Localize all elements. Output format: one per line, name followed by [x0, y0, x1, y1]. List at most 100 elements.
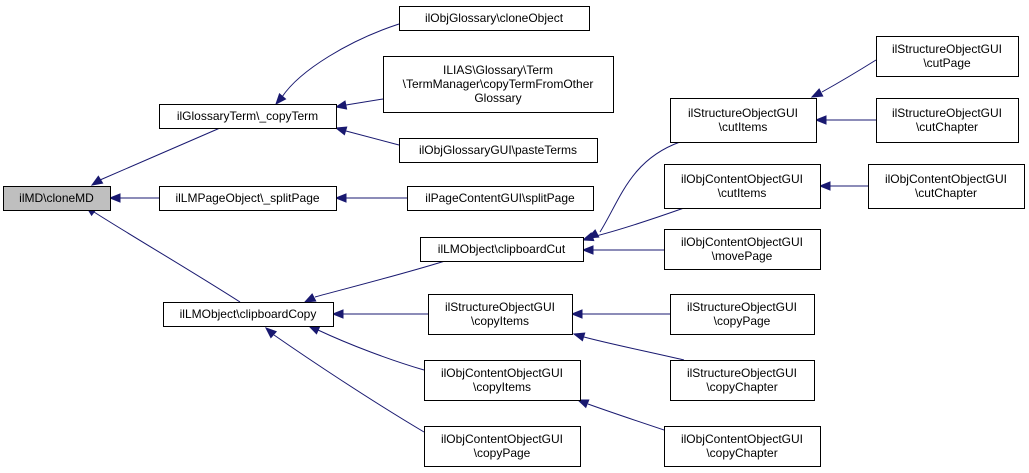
arrow-head-icon — [581, 232, 595, 242]
node-box — [383, 56, 614, 113]
edge-n_cooCopyChapter-to-n_cooCopyItems — [576, 399, 671, 433]
edge-line — [583, 336, 685, 361]
node-label-line: ilStructureObjectGUI — [687, 300, 797, 314]
node-box — [163, 302, 334, 327]
node-label-line: \copyChapter — [706, 446, 777, 460]
node-label-line: \cutItems — [719, 120, 768, 134]
edge-n_cooCopyPage-to-n_clipboardCopy — [264, 327, 425, 433]
node-soCopyItems[interactable]: ilStructureObjectGUI\copyItems — [428, 294, 573, 335]
edge-line — [93, 211, 241, 303]
arrow-head-icon — [275, 92, 287, 106]
node-cooCopyItems[interactable]: ilObjContentObjectGUI\copyItems — [424, 360, 581, 401]
node-pcSplitPage[interactable]: ilPageContentGUI\splitPage — [407, 186, 594, 211]
node-box — [399, 6, 590, 31]
node-pasteTerms[interactable]: ilObjGlossaryGUI\pasteTerms — [399, 138, 598, 163]
node-cooCopyChapter[interactable]: ilObjContentObjectGUI\copyChapter — [664, 426, 821, 467]
node-cooMovePage[interactable]: ilObjContentObjectGUI\movePage — [664, 229, 821, 270]
arrow-head-icon — [572, 332, 586, 342]
node-soCopyChapter[interactable]: ilStructureObjectGUI\copyChapter — [670, 360, 815, 401]
node-box — [424, 426, 581, 467]
node-box — [664, 426, 821, 467]
edge-n_cooMovePage-to-n_clipboardCut — [581, 245, 664, 255]
edge-line — [587, 403, 671, 433]
node-box — [159, 186, 337, 211]
node-box — [664, 229, 821, 270]
node-label-line: ilObjGlossary\cloneObject — [425, 11, 564, 25]
node-label-line: \copyChapter — [706, 380, 777, 394]
node-box — [399, 138, 598, 163]
node-label-line: ilMD\cloneMD — [19, 191, 94, 205]
arrow-head-icon — [570, 309, 583, 319]
node-label-line: ilLMPageObject\_splitPage — [175, 191, 319, 205]
node-label-line: ILIAS\Glossary\Term — [443, 63, 553, 77]
edge-n_copyTerm-to-root — [90, 127, 221, 186]
node-splitPage-lm[interactable]: ilLMPageObject\_splitPage — [159, 186, 337, 211]
edge-n_glossClone-to-n_copyTerm — [275, 23, 400, 106]
node-box — [670, 360, 815, 401]
edge-n_clipboardCut-to-n_clipboardCopy — [303, 260, 446, 303]
node-cooCopyPage[interactable]: ilObjContentObjectGUI\copyPage — [424, 426, 581, 467]
node-box — [3, 186, 111, 211]
edges — [84, 23, 877, 433]
node-box — [868, 164, 1025, 209]
node-box — [428, 294, 573, 335]
node-clipboardCopy[interactable]: ilLMObject\clipboardCopy — [163, 302, 334, 327]
arrow-head-icon — [576, 399, 590, 409]
arrow-head-icon — [264, 327, 278, 339]
node-label-line: ilLMObject\clipboardCut — [438, 242, 566, 256]
node-label-line: ilGlossaryTerm\_copyTerm — [177, 109, 318, 123]
node-box — [664, 164, 821, 209]
edge-n_termManager-to-n_copyTerm — [334, 98, 384, 110]
node-label-line: ilStructureObjectGUI — [687, 366, 797, 380]
edge-line — [314, 260, 446, 298]
edge-n_pasteTerms-to-n_copyTerm — [334, 126, 400, 146]
node-box — [876, 98, 1019, 143]
node-label-line: ilLMObject\clipboardCopy — [180, 307, 317, 321]
node-soCopyPage[interactable]: ilStructureObjectGUI\copyPage — [670, 294, 815, 335]
node-box — [424, 360, 581, 401]
root-node: ilMD\cloneMD — [3, 186, 111, 211]
node-soCutPage[interactable]: ilStructureObjectGUI\cutPage — [876, 36, 1019, 77]
arrow-head-icon — [307, 325, 321, 335]
node-soCutItems[interactable]: ilStructureObjectGUI\cutItems — [670, 98, 817, 143]
edge-line — [99, 127, 221, 181]
node-copyTerm[interactable]: ilGlossaryTerm\_copyTerm — [159, 104, 337, 129]
node-box — [670, 294, 815, 335]
arrow-head-icon — [334, 100, 348, 110]
arrow-head-icon — [818, 181, 831, 191]
node-label-line: ilStructureObjectGUI — [892, 106, 1002, 120]
edge-line — [281, 23, 400, 98]
node-label-line: ilObjContentObjectGUI — [441, 366, 563, 380]
arrow-head-icon — [108, 193, 121, 203]
nodes: ilMD\cloneMD ilGlossaryTerm\_copyTerm ilLM… — [3, 6, 1025, 467]
node-label-line: \cutItems — [718, 186, 767, 200]
edge-line — [821, 59, 877, 93]
arrow-head-icon — [331, 309, 344, 319]
node-cooCutChapter[interactable]: ilObjContentObjectGUI\cutChapter — [868, 164, 1025, 209]
edge-line — [317, 329, 425, 371]
node-label-line: ilStructureObjectGUI — [892, 42, 1002, 56]
node-cooCutItems[interactable]: ilObjContentObjectGUI\cutItems — [664, 164, 821, 209]
edge-n_pcSplitPage-to-n_splitPage_lm — [334, 193, 407, 203]
node-clipboardCut[interactable]: ilLMObject\clipboardCut — [420, 237, 584, 262]
node-termManager[interactable]: ILIAS\Glossary\Term\TermManager\copyTerm… — [383, 56, 614, 113]
node-label-line: ilObjContentObjectGUI — [681, 235, 803, 249]
node-label-line: ilObjGlossaryGUI\pasteTerms — [419, 143, 577, 157]
edge-line — [591, 207, 685, 238]
node-label-line: ilObjContentObjectGUI — [441, 432, 563, 446]
node-box — [407, 186, 594, 211]
node-box — [670, 98, 817, 143]
node-glossClone[interactable]: ilObjGlossary\cloneObject — [399, 6, 590, 31]
node-soCutChapter[interactable]: ilStructureObjectGUI\cutChapter — [876, 98, 1019, 143]
node-label-line: \movePage — [712, 249, 773, 263]
edge-n_splitPage_lm-to-root — [108, 193, 159, 203]
edge-line — [345, 98, 384, 106]
edge-n_cooCopyItems-to-n_clipboardCopy — [307, 325, 425, 371]
node-label-line: \cutPage — [923, 56, 971, 70]
edge-n_soCopyPage-to-n_soCopyItems — [570, 309, 670, 319]
node-label-line: ilObjContentObjectGUI — [885, 172, 1007, 186]
node-label-line: \TermManager\copyTermFromOther — [403, 77, 594, 91]
edge-n_soCutChapter-to-n_soCutItems — [814, 115, 876, 125]
arrow-head-icon — [303, 293, 317, 303]
arrow-head-icon — [814, 115, 827, 125]
